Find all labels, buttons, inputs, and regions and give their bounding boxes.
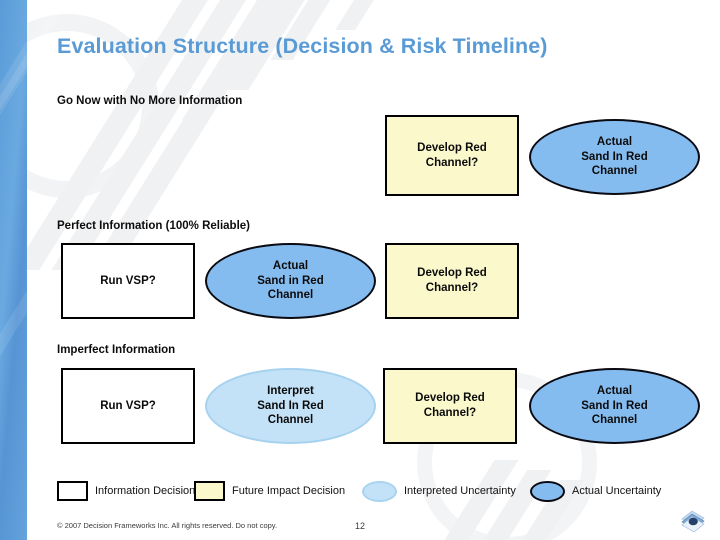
company-logo-icon bbox=[678, 508, 708, 536]
legend-item-future-impact-decision[interactable]: Future Impact Decision bbox=[194, 478, 345, 504]
node-label: Develop Red Channel? bbox=[415, 392, 485, 419]
legend: Information Decision Future Impact Decis… bbox=[57, 478, 697, 504]
node-actual-sand-in-red-channel-row1[interactable]: Actual Sand In Red Channel bbox=[529, 119, 700, 195]
legend-swatch-rect-icon bbox=[194, 481, 225, 501]
node-run-vsp-row3[interactable]: Run VSP? bbox=[61, 368, 195, 444]
legend-item-actual-uncertainty[interactable]: Actual Uncertainty bbox=[530, 478, 661, 504]
node-actual-sand-in-red-channel-row2[interactable]: Actual Sand in Red Channel bbox=[205, 243, 376, 319]
accent-bar-chevron bbox=[0, 0, 85, 180]
node-label: Develop Red Channel? bbox=[417, 267, 487, 294]
node-run-vsp-row2[interactable]: Run VSP? bbox=[61, 243, 195, 319]
page-title: Evaluation Structure (Decision & Risk Ti… bbox=[57, 34, 548, 58]
row-label-imperfect-information: Imperfect Information bbox=[57, 344, 176, 356]
legend-label: Interpreted Uncertainty bbox=[404, 485, 516, 497]
node-interpret-sand-in-red-channel-row3[interactable]: Interpret Sand In Red Channel bbox=[205, 368, 376, 444]
node-label: Run VSP? bbox=[100, 274, 156, 287]
node-label: Actual Sand In Red Channel bbox=[581, 384, 648, 427]
row-label-go-now: Go Now with No More Information bbox=[57, 95, 243, 107]
legend-item-interpreted-uncertainty[interactable]: Interpreted Uncertainty bbox=[362, 478, 516, 504]
node-label: Run VSP? bbox=[100, 399, 156, 412]
node-label: Actual Sand in Red Channel bbox=[257, 259, 324, 302]
footer-page-number: 12 bbox=[355, 521, 366, 531]
node-develop-red-channel-row2[interactable]: Develop Red Channel? bbox=[385, 243, 519, 319]
row-label-perfect-information: Perfect Information (100% Reliable) bbox=[57, 220, 250, 232]
legend-swatch-ellipse-icon bbox=[362, 480, 397, 502]
left-accent-bar bbox=[0, 0, 85, 540]
legend-label: Future Impact Decision bbox=[232, 485, 346, 497]
watermark-stripe bbox=[335, 0, 399, 30]
legend-swatch-ellipse-icon bbox=[530, 480, 565, 502]
legend-swatch-rect-icon bbox=[57, 481, 88, 501]
node-develop-red-channel-row3[interactable]: Develop Red Channel? bbox=[383, 368, 517, 444]
node-label: Actual Sand In Red Channel bbox=[581, 135, 648, 178]
node-label: Interpret Sand In Red Channel bbox=[257, 384, 324, 427]
node-develop-red-channel-row1[interactable]: Develop Red Channel? bbox=[385, 115, 519, 196]
legend-label: Information Decision bbox=[95, 485, 196, 497]
footer-copyright: © 2007 Decision Frameworks Inc. All righ… bbox=[57, 521, 278, 530]
legend-label: Actual Uncertainty bbox=[572, 485, 662, 497]
legend-item-information-decision[interactable]: Information Decision bbox=[57, 478, 195, 504]
node-actual-sand-in-red-channel-row3[interactable]: Actual Sand In Red Channel bbox=[529, 368, 700, 444]
node-label: Develop Red Channel? bbox=[417, 141, 487, 169]
